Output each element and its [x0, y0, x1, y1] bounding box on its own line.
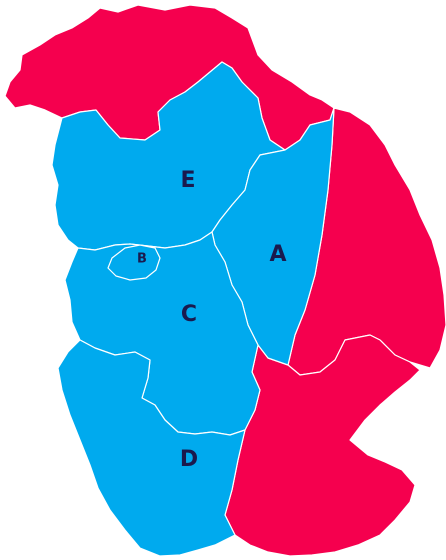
region-D[interactable]	[57, 339, 246, 557]
label-C: C	[181, 302, 197, 327]
region-A[interactable]	[211, 107, 335, 366]
label-D: D	[180, 447, 198, 472]
label-A: A	[269, 242, 286, 267]
label-E: E	[180, 168, 195, 193]
region-B[interactable]	[107, 244, 161, 281]
label-B: B	[137, 252, 147, 267]
